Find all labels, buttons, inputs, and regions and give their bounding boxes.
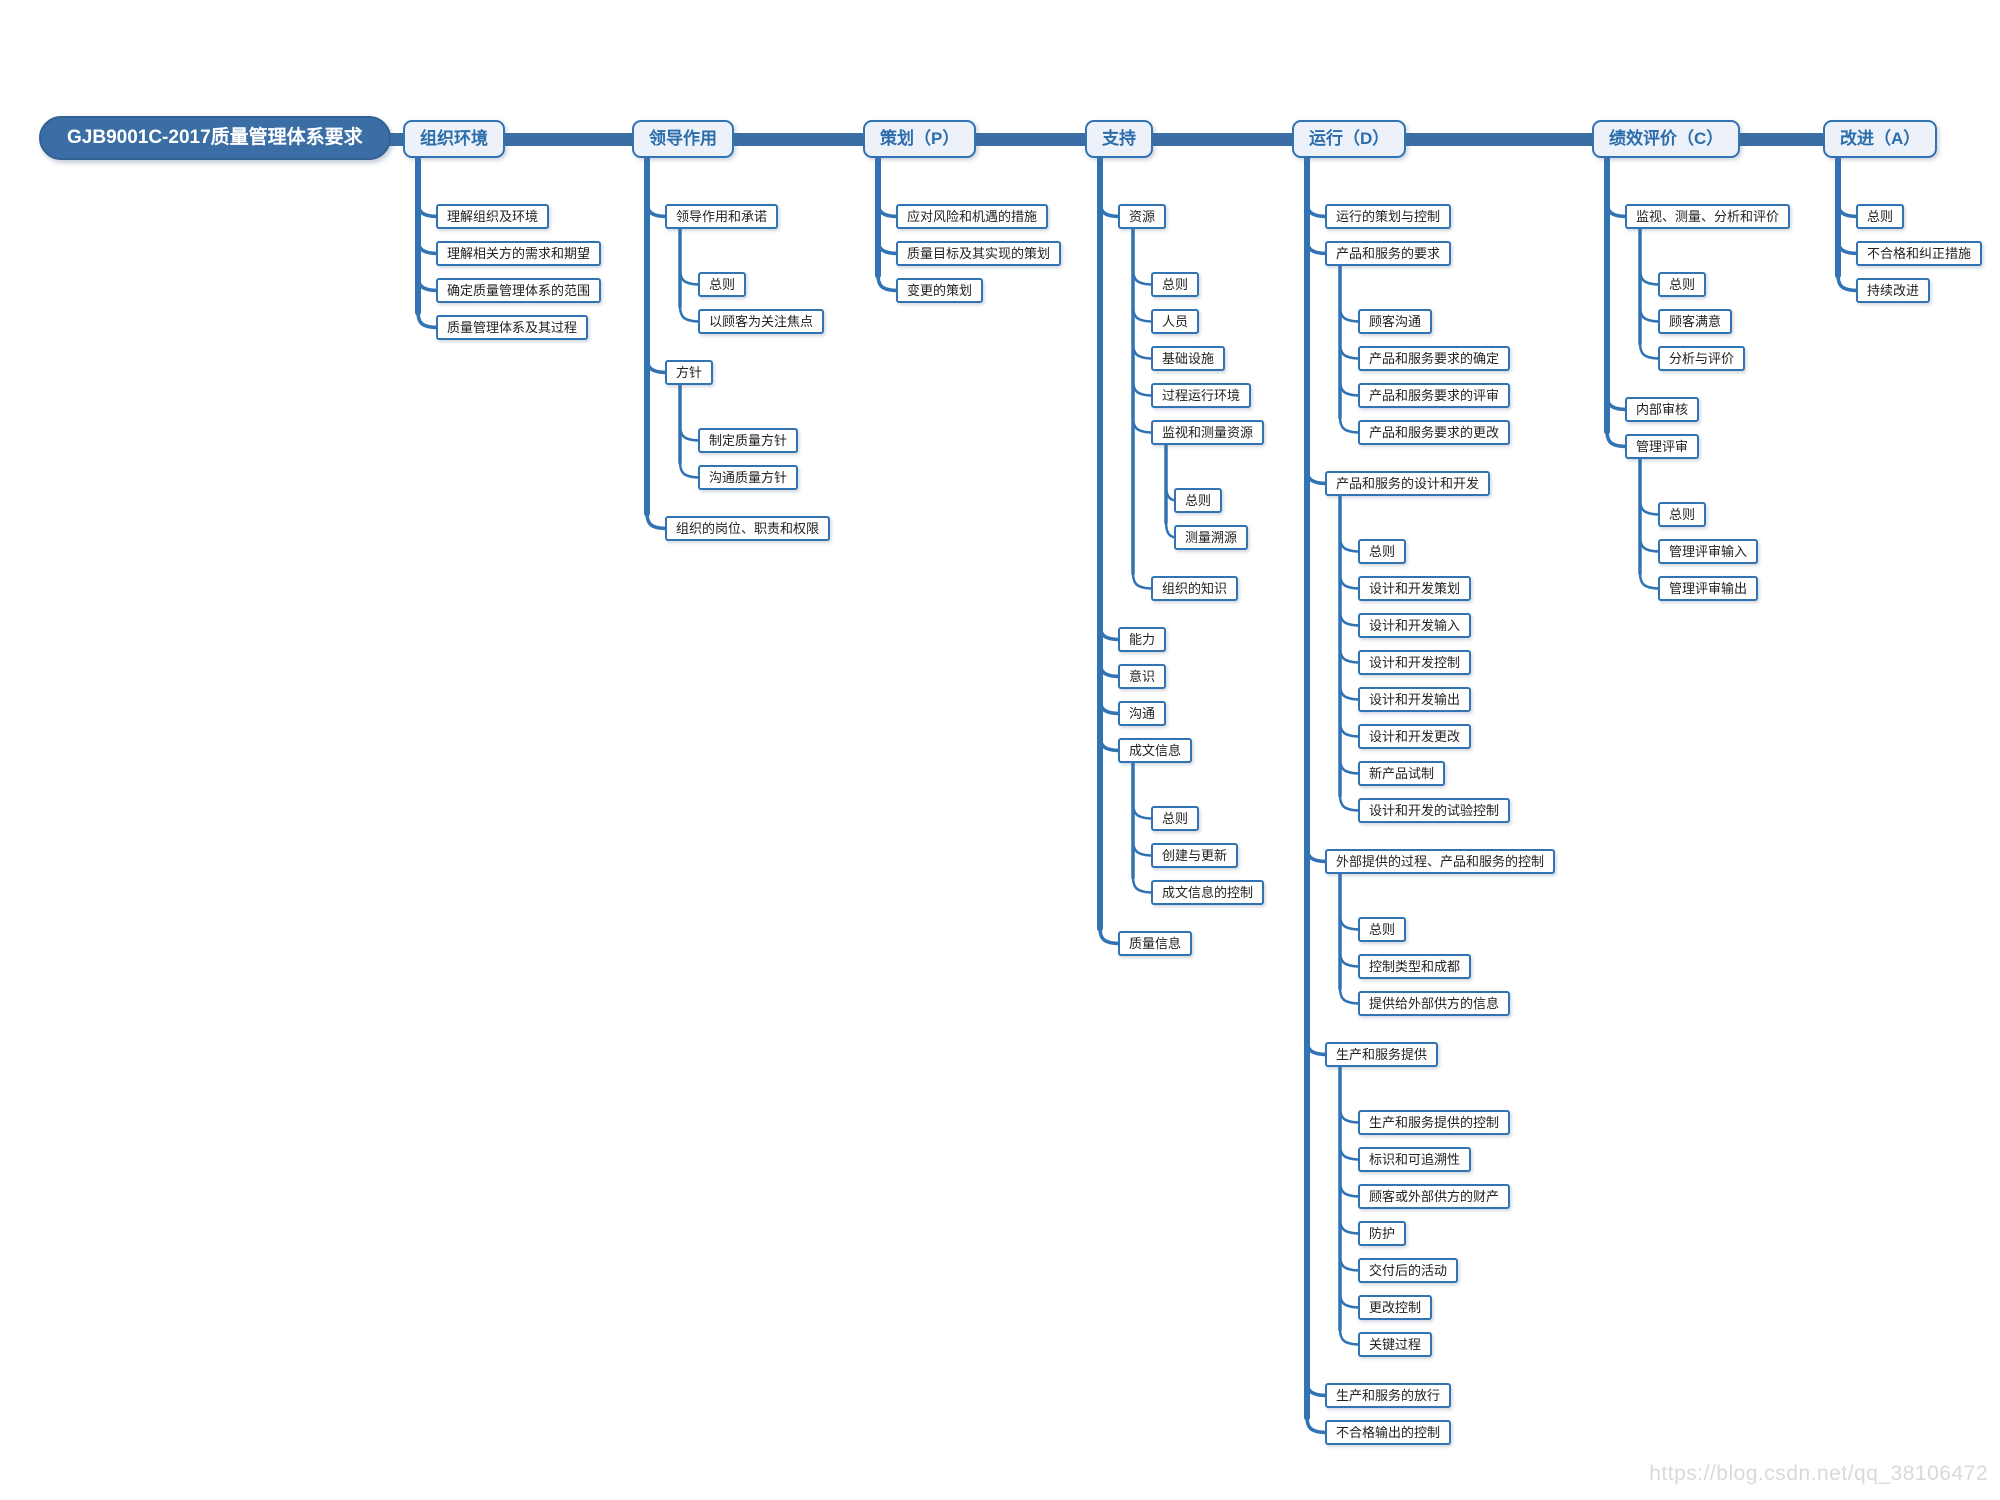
topic-node[interactable]: 应对风险和机遇的措施 — [896, 204, 1049, 229]
topic-node[interactable]: 创建与更新 — [1151, 843, 1239, 868]
topic-node[interactable]: 理解组织及环境 — [436, 204, 550, 229]
topic-node[interactable]: 理解相关方的需求和期望 — [436, 241, 602, 266]
topic-node[interactable]: 基础设施 — [1151, 346, 1226, 371]
topic-node[interactable]: 测量溯源 — [1174, 525, 1249, 550]
topic-node[interactable]: 产品和服务要求的评审 — [1358, 383, 1511, 408]
topic-node[interactable]: 总则 — [698, 272, 747, 297]
topic-node[interactable]: 设计和开发输出 — [1358, 687, 1472, 712]
topic-node[interactable]: 成文信息 — [1118, 738, 1193, 763]
topic-node[interactable]: 管理评审输出 — [1658, 576, 1759, 601]
topic-node[interactable]: 生产和服务提供 — [1325, 1042, 1439, 1067]
topic-node[interactable]: 总则 — [1358, 917, 1407, 942]
topic-node[interactable]: 管理评审输入 — [1658, 539, 1759, 564]
branch-node[interactable]: 绩效评价（C） — [1592, 120, 1741, 158]
topic-node[interactable]: 能力 — [1118, 627, 1167, 652]
topic-node[interactable]: 成文信息的控制 — [1151, 880, 1265, 905]
topic-node[interactable]: 过程运行环境 — [1151, 383, 1252, 408]
watermark: https://blog.csdn.net/qq_38106472 — [1649, 1462, 1988, 1485]
topic-node[interactable]: 生产和服务提供的控制 — [1358, 1110, 1511, 1135]
topic-node[interactable]: 总则 — [1358, 539, 1407, 564]
topic-node[interactable]: 顾客沟通 — [1358, 309, 1433, 334]
topic-node[interactable]: 总则 — [1658, 272, 1707, 297]
topic-node[interactable]: 总则 — [1151, 272, 1200, 297]
topic-node[interactable]: 人员 — [1151, 309, 1200, 334]
topic-node[interactable]: 提供给外部供方的信息 — [1358, 991, 1511, 1016]
topic-node[interactable]: 资源 — [1118, 204, 1167, 229]
topic-node[interactable]: 持续改进 — [1856, 278, 1931, 303]
topic-node[interactable]: 制定质量方针 — [698, 428, 799, 453]
topic-node[interactable]: 控制类型和成都 — [1358, 954, 1472, 979]
topic-node[interactable]: 设计和开发策划 — [1358, 576, 1472, 601]
topic-node[interactable]: 不合格输出的控制 — [1325, 1420, 1452, 1445]
topic-node[interactable]: 设计和开发的试验控制 — [1358, 798, 1511, 823]
topic-node[interactable]: 顾客或外部供方的财产 — [1358, 1184, 1511, 1209]
topic-node[interactable]: 沟通质量方针 — [698, 465, 799, 490]
topic-node[interactable]: 产品和服务要求的确定 — [1358, 346, 1511, 371]
topic-node[interactable]: 总则 — [1856, 204, 1905, 229]
topic-node[interactable]: 设计和开发更改 — [1358, 724, 1472, 749]
topic-node[interactable]: 总则 — [1174, 488, 1223, 513]
topic-node[interactable]: 质量目标及其实现的策划 — [896, 241, 1062, 266]
branch-node[interactable]: 支持 — [1085, 120, 1153, 158]
topic-node[interactable]: 不合格和纠正措施 — [1856, 241, 1983, 266]
topic-node[interactable]: 更改控制 — [1358, 1295, 1433, 1320]
topic-node[interactable]: 质量管理体系及其过程 — [436, 315, 589, 340]
topic-node[interactable]: 顾客满意 — [1658, 309, 1733, 334]
topic-node[interactable]: 组织的岗位、职责和权限 — [665, 516, 831, 541]
topic-node[interactable]: 标识和可追溯性 — [1358, 1147, 1472, 1172]
topic-node[interactable]: 产品和服务的设计和开发 — [1325, 471, 1491, 496]
topic-node[interactable]: 新产品试制 — [1358, 761, 1446, 786]
branch-node[interactable]: 改进（A） — [1823, 120, 1938, 158]
branch-node[interactable]: 组织环境 — [403, 120, 505, 158]
topic-node[interactable]: 组织的知识 — [1151, 576, 1239, 601]
topic-node[interactable]: 产品和服务要求的更改 — [1358, 420, 1511, 445]
topic-node[interactable]: 产品和服务的要求 — [1325, 241, 1452, 266]
topic-node[interactable]: 管理评审 — [1625, 434, 1700, 459]
topic-node[interactable]: 总则 — [1151, 806, 1200, 831]
topic-node[interactable]: 以顾客为关注焦点 — [698, 309, 825, 334]
topic-node[interactable]: 防护 — [1358, 1221, 1407, 1246]
branch-node[interactable]: 策划（P） — [863, 120, 977, 158]
topic-node[interactable]: 总则 — [1658, 502, 1707, 527]
topic-node[interactable]: 分析与评价 — [1658, 346, 1746, 371]
branch-node[interactable]: 领导作用 — [632, 120, 734, 158]
topic-node[interactable]: 监视和测量资源 — [1151, 420, 1265, 445]
topic-node[interactable]: 领导作用和承诺 — [665, 204, 779, 229]
topic-node[interactable]: 生产和服务的放行 — [1325, 1383, 1452, 1408]
topic-node[interactable]: 确定质量管理体系的范围 — [436, 278, 602, 303]
topic-node[interactable]: 沟通 — [1118, 701, 1167, 726]
topic-node[interactable]: 交付后的活动 — [1358, 1258, 1459, 1283]
topic-node[interactable]: 监视、测量、分析和评价 — [1625, 204, 1791, 229]
topic-node[interactable]: 意识 — [1118, 664, 1167, 689]
topic-node[interactable]: 变更的策划 — [896, 278, 984, 303]
topic-node[interactable]: 内部审核 — [1625, 397, 1700, 422]
topic-node[interactable]: 外部提供的过程、产品和服务的控制 — [1325, 849, 1556, 874]
topic-node[interactable]: 设计和开发输入 — [1358, 613, 1472, 638]
topic-node[interactable]: 运行的策划与控制 — [1325, 204, 1452, 229]
topic-node[interactable]: 关键过程 — [1358, 1332, 1433, 1357]
topic-node[interactable]: 设计和开发控制 — [1358, 650, 1472, 675]
topic-node[interactable]: 方针 — [665, 360, 714, 385]
topic-node[interactable]: 质量信息 — [1118, 931, 1193, 956]
root-node[interactable]: GJB9001C-2017质量管理体系要求 — [39, 116, 391, 160]
branch-node[interactable]: 运行（D） — [1292, 120, 1407, 158]
